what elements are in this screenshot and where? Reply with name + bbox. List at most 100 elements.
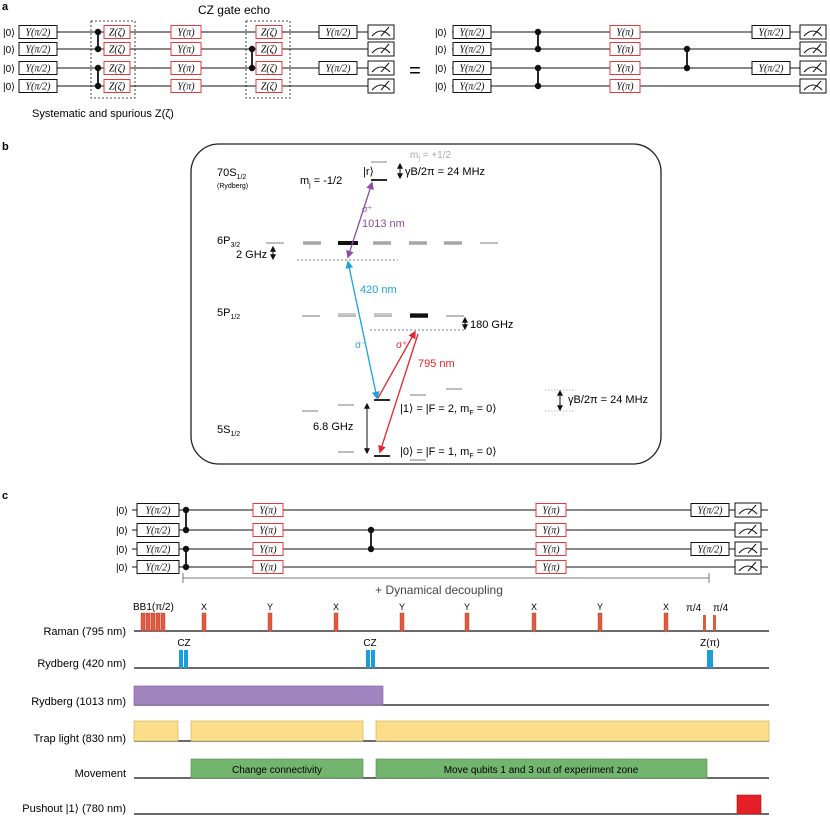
y-half-r-in-3-label: Y(π/2) [459, 82, 485, 93]
y-pi-r-3-box [609, 79, 641, 93]
y-half-r-out-0-label: Y(π/2) [758, 28, 784, 39]
c-y-pi-b-3-box [535, 560, 567, 574]
y-pi-2-label: Y(π) [177, 64, 195, 75]
wl-1013-label: 1013 nm [362, 218, 405, 230]
trap-block-3 [375, 720, 770, 742]
z-zeta-a-1-label: Z(ζ) [109, 45, 126, 56]
y-half-in-1-label: Y(π/2) [25, 45, 51, 56]
dd-pulse-6 [597, 612, 603, 632]
c-y-pi-b-0-label: Y(π) [542, 506, 560, 517]
z-zeta-b-3-label: Z(ζ) [261, 82, 278, 93]
mj-plus-label: mj = +1/2 [410, 150, 451, 162]
meter-2-box [367, 60, 395, 76]
y-half-r-in-3-box [452, 79, 492, 93]
spurious-caption: Systematic and spurious Z(ζ) [32, 108, 174, 120]
meter-3-box [367, 78, 395, 94]
dd-pulse-4 [464, 612, 470, 632]
dd-pulse-label-2: X [333, 602, 339, 612]
dd-pulse-label-6: Y [597, 602, 603, 612]
dd-label: + Dynamical decoupling [375, 583, 503, 597]
y-pi-0-box [170, 25, 202, 39]
z-zeta-b-1-label: Z(ζ) [261, 45, 278, 56]
z-zeta-b-2-label: Z(ζ) [261, 64, 278, 75]
ket0-r-3: |0⟩ [435, 82, 447, 93]
level-5s-label: 5S1/2 [217, 424, 240, 438]
c-meter-0-box [734, 502, 762, 518]
y-half-in-3-box [18, 79, 58, 93]
cz1-pulse-b [184, 650, 188, 668]
level-6p-label: 6P3/2 [217, 235, 240, 249]
c-ket0-2: |0⟩ [116, 545, 128, 556]
z-zeta-a-1-box [103, 42, 131, 56]
c-cz-bottom-dot-top [182, 545, 190, 553]
ket0-1: |0⟩ [3, 45, 15, 56]
pi4-label-b: π/4 [713, 603, 729, 614]
meter-r-1-needle [812, 43, 822, 54]
wl-420-label: 420 nm [360, 284, 397, 296]
dd-pulse-2 [333, 612, 339, 632]
cz-a-bottom-dot-top [94, 64, 102, 72]
move-block-2 [375, 758, 708, 779]
z-pi-pulse [707, 650, 713, 668]
meter-r-1-arc [803, 47, 823, 54]
meter-r-0-box [799, 24, 827, 40]
meter-0-needle [380, 26, 390, 37]
y-half-in-0-box [18, 25, 58, 39]
c-meter-2-arc [738, 547, 758, 554]
trap-block-1 [133, 720, 179, 742]
c-y-pi-a-1-box [252, 523, 284, 537]
meter-r-3-needle [812, 80, 822, 91]
c-ket0-0: |0⟩ [116, 506, 128, 517]
c-cz-top-dot-top [182, 506, 190, 514]
meter-r-2-arc [803, 66, 823, 73]
z-zeta-a-2-label: Z(ζ) [109, 64, 126, 75]
meter-3-needle [380, 80, 390, 91]
row-label-raman: Raman (795 nm) [43, 626, 126, 638]
circuit-left: |0⟩ Y(π/2) Z(ζ) Y(π) Z(ζ) |0⟩ Y(π/2) Z(ζ) Y(π) Z(… [3, 20, 395, 99]
ket0-2: |0⟩ [3, 64, 15, 75]
bb1-pulse-0 [140, 612, 146, 632]
pi4-pulse-b [713, 615, 716, 631]
dd-pulse-1 [267, 612, 273, 632]
meter-0-box [367, 24, 395, 40]
y-pi-3-box [170, 79, 202, 93]
circuit-right: |0⟩Y(π/2)Y(π)|0⟩Y(π/2)Y(π)|0⟩Y(π/2)Y(π)|… [435, 24, 827, 94]
y-half-r-in-1-label: Y(π/2) [459, 45, 485, 56]
c-meter-2-box [734, 541, 762, 557]
ket0-r-1: |0⟩ [435, 45, 447, 56]
c-ket0-1: |0⟩ [116, 526, 128, 537]
cz-r-top-dot-top [534, 28, 542, 36]
dd-pulse-0 [201, 612, 207, 632]
meter-2-needle [380, 62, 390, 73]
y-pi-1-label: Y(π) [177, 45, 195, 56]
dd-pulse-label-1: Y [267, 602, 273, 612]
mj-minus-label: mj = -1/2 [300, 175, 342, 189]
c-y-half-in-3-box [136, 560, 180, 574]
y-half-r-out-0-box [751, 25, 791, 39]
y-half-out-0-box [318, 25, 358, 39]
ket0-r-0: |0⟩ [435, 28, 447, 39]
y-half-out-0-label: Y(π/2) [325, 28, 351, 39]
z-zeta-b-1-box [255, 42, 283, 56]
meter-r-1-box [799, 41, 827, 57]
meter-r-3-arc [803, 84, 823, 91]
y-half-in-1-box [18, 42, 58, 56]
y-half-in-0-label: Y(π/2) [25, 28, 51, 39]
sigma-minus-label: σ⁻ [355, 340, 366, 351]
row-label-rydberg420: Rydberg (420 nm) [37, 658, 126, 670]
c-y-pi-b-3-label: Y(π) [542, 563, 560, 574]
c-meter-0-arc [738, 508, 758, 515]
y-pi-r-2-label: Y(π) [616, 64, 634, 75]
meter-r-2-needle [812, 62, 822, 73]
rydberg-note: (Rydberg) [217, 183, 248, 190]
c-y-half-out-2-label: Y(π/2) [697, 545, 723, 556]
panel-c-label: c [2, 490, 8, 502]
row-label-trap: Trap light (830 nm) [33, 733, 126, 745]
ket0-3: |0⟩ [3, 82, 15, 93]
c-y-half-out-0-label: Y(π/2) [697, 506, 723, 517]
c-y-pi-b-0-box [535, 503, 567, 517]
pushout-pulse [736, 794, 762, 815]
c-y-pi-a-0-box [252, 503, 284, 517]
cz-r-middle-dot-bottom [683, 64, 691, 72]
